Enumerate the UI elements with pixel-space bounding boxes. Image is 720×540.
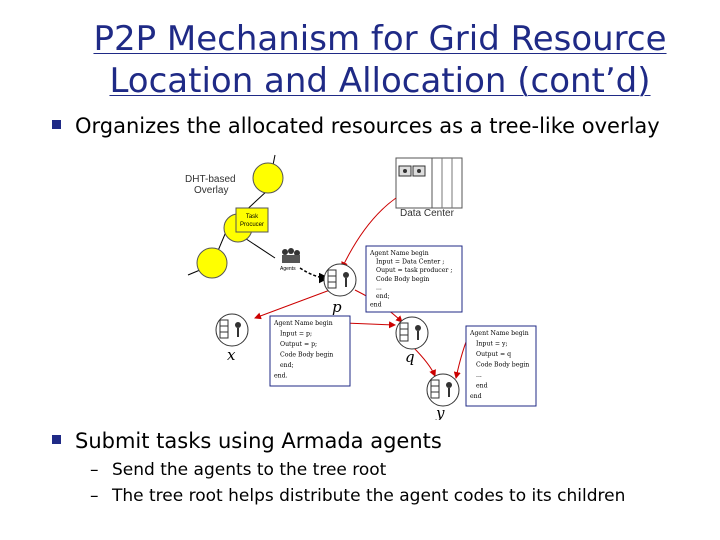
code-line: end	[470, 393, 482, 400]
code-line: end;	[280, 362, 294, 369]
code-box-y	[465, 325, 537, 407]
overlay-label-1: DHT-based	[185, 174, 236, 185]
code-line: Input = Data Center ;	[376, 259, 444, 266]
code-line: end.	[274, 373, 288, 380]
arrow-q-y	[411, 345, 436, 377]
bullet-text: Submit tasks using Armada agents	[75, 429, 442, 453]
data-center-icon	[395, 157, 463, 209]
code-line: Input = p;	[280, 331, 312, 338]
code-line: Code Body begin	[280, 352, 333, 359]
code-line: Agent Name begin	[469, 330, 529, 337]
bullet-text: Organizes the allocated resources as a t…	[75, 114, 660, 138]
node-x	[215, 313, 249, 347]
slide-title: P2P Mechanism for Grid Resource Location…	[60, 18, 700, 102]
arrow-agents-p	[299, 267, 330, 284]
title-line-1: P2P Mechanism for Grid Resource	[93, 19, 667, 59]
tree-overlay-diagram: DHT-based Overlay Task Procucer Agents D…	[185, 154, 537, 420]
code-line: Agent Name begin	[273, 320, 333, 327]
sub-bullet-1: –Send the agents to the tree root	[90, 459, 386, 481]
task-label-1: Task	[246, 214, 259, 220]
datacenter-label: Data Center	[400, 208, 455, 219]
sub-bullet-2: –The tree root helps distribute the agen…	[90, 485, 625, 507]
code-box-p	[365, 245, 463, 313]
sub-bullet-text: The tree root helps distribute the agent…	[112, 486, 626, 506]
code-line: Output = q	[476, 351, 511, 358]
dht-node	[252, 162, 284, 194]
code-line: Ouput = task producer ;	[376, 267, 452, 274]
task-label-2: Procucer	[240, 222, 264, 228]
node-p	[323, 263, 357, 297]
code-line: Agent Name begin	[369, 250, 429, 257]
code-line: Code Body begin	[476, 362, 529, 369]
bullet-square-icon	[52, 434, 61, 444]
dash-marker: –	[90, 486, 99, 506]
overlay-label-2: Overlay	[194, 185, 228, 196]
arrow-p-x	[254, 289, 331, 320]
title-line-2: Location and Allocation (cont’d)	[109, 61, 651, 101]
code-line: Code Body begin	[376, 276, 429, 283]
code-line: end;	[376, 293, 390, 300]
bullet-submit: Submit tasks using Armada agents	[52, 428, 442, 454]
code-line: end	[370, 302, 382, 309]
bullet-organizes: Organizes the allocated resources as a t…	[52, 113, 660, 139]
code-line: Input = y;	[476, 341, 508, 348]
code-line: ...	[476, 372, 482, 379]
task-producer-node	[235, 207, 269, 233]
node-q	[395, 316, 429, 350]
code-line: Output = p;	[280, 341, 317, 348]
code-line: ...	[376, 284, 382, 291]
node-label-p: p	[332, 298, 342, 316]
agents-icon	[282, 248, 300, 263]
dht-node	[196, 247, 228, 279]
code-box-x	[269, 315, 351, 387]
node-y	[426, 373, 460, 407]
node-label-x: x	[227, 346, 236, 364]
arrow-datacenter-p	[341, 197, 397, 269]
node-label-y: y	[435, 404, 445, 420]
code-line: end	[476, 383, 488, 390]
dash-marker: –	[90, 460, 99, 480]
agents-label: Agents	[280, 266, 296, 272]
sub-bullet-text: Send the agents to the tree root	[112, 460, 387, 480]
node-label-q: q	[405, 348, 415, 366]
bullet-square-icon	[52, 119, 61, 129]
